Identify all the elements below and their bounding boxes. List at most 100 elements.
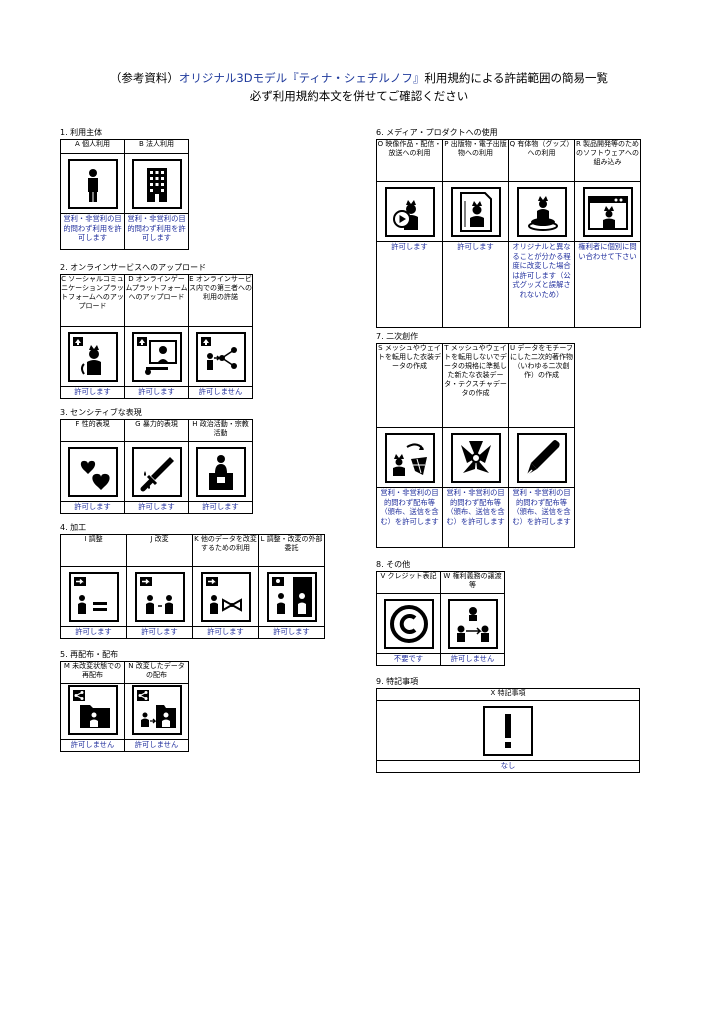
mesh-icon — [384, 433, 435, 483]
permission-table: X 特記事項 なし — [376, 688, 640, 773]
cell-header-L: L 調整・改変の外部委託 — [258, 534, 325, 567]
cell-header-E: E オンラインサービス内での第三者への利用の許諾 — [188, 274, 253, 327]
video-icon — [384, 187, 435, 237]
section-label: 3. センシティブな表現 — [60, 408, 142, 417]
cell-header-D: D オンラインゲームプラットフォームへのアップロード — [124, 274, 189, 327]
cell-header-T: T メッシュやウェイトを転用しないでデータの規格に準拠した新たな衣装データ・テク… — [442, 343, 509, 428]
permission-table: C ソーシャルコミュニケーションプラットフォームへのアップロード D オンライン… — [60, 274, 253, 399]
cell-header-C: C ソーシャルコミュニケーションプラットフォームへのアップロード — [60, 274, 125, 327]
title-prefix: （参考資料） — [109, 71, 179, 85]
section-1: 1. 利用主体 A 個人利用 B 法人利用 営利・非営利の目的問わず利用を許可し… — [60, 127, 189, 250]
document-icon — [450, 187, 501, 237]
cell-value-J: 許可します — [126, 626, 193, 639]
software-icon — [582, 187, 633, 237]
cell-header-A: A 個人利用 — [60, 139, 125, 154]
cell-value-I: 許可します — [60, 626, 127, 639]
bow-icon — [200, 572, 251, 622]
cell-value-M: 許可しません — [60, 739, 125, 752]
cell-header-F: F 性的表現 — [60, 419, 125, 442]
cell-value-A: 営利・非営利の目的問わず利用を許可します — [60, 213, 125, 250]
cell-value-W: 許可しません — [440, 653, 505, 666]
page-title: （参考資料）オリジナル3Dモデル『ティナ・シェチルノフ』利用規約による許諾範囲の… — [0, 70, 718, 86]
title-suffix: 利用規約による許諾範囲の簡易一覧 — [424, 71, 609, 85]
upload-cat-icon — [67, 332, 118, 382]
permission-table: O 映像作品・配信・放送への利用 P 出版物・電子出版物への利用 Q 有体物（グ… — [376, 139, 641, 328]
podium-icon — [195, 447, 246, 497]
section-2: 2. オンラインサービスへのアップロード C ソーシャルコミュニケーションプラッ… — [60, 262, 253, 399]
cell-header-J: J 改変 — [126, 534, 193, 567]
cell-value-G: 許可します — [124, 501, 189, 514]
adjust-icon — [68, 572, 119, 622]
cell-header-P: P 出版物・電子出版物への利用 — [442, 139, 509, 182]
cell-header-G: G 暴力的表現 — [124, 419, 189, 442]
section-7: 7. 二次創作 S メッシュやウェイトを転用した衣装データの作成 T メッシュや… — [376, 331, 575, 548]
cell-value-L: 許可します — [258, 626, 325, 639]
upload-game-icon — [131, 332, 182, 382]
cell-value-Q: オリジナルと異なることが分かる程度に改変した場合は許可します（公式グッズと誤解さ… — [508, 241, 575, 328]
cell-value-D: 許可します — [124, 386, 189, 399]
building-icon — [131, 159, 182, 209]
cell-header-S: S メッシュやウェイトを転用した衣装データの作成 — [376, 343, 443, 428]
cell-header-B: B 法人利用 — [124, 139, 189, 154]
cell-header-V: V クレジット表記 — [376, 571, 441, 594]
cell-header-I: I 調整 — [60, 534, 127, 567]
cell-value-H: 許可します — [188, 501, 253, 514]
share-modified-icon — [131, 685, 182, 735]
cell-header-Q: Q 有体物（グッズ）への利用 — [508, 139, 575, 182]
section-5: 5. 再配布・配布 M 未改変状態での再配布 N 改変したデータの配布 許可しま… — [60, 649, 189, 752]
section-8: 8. その他 V クレジット表記 W 権利義務の譲渡等 不要です 許可しません — [376, 559, 505, 666]
cell-value-O: 許可します — [376, 241, 443, 328]
cell-header-K: K 他のデータを改変するための利用 — [192, 534, 259, 567]
permission-table: V クレジット表記 W 権利義務の譲渡等 不要です 許可しません — [376, 571, 505, 666]
title-product: オリジナル3Dモデル『ティナ・シェチルノフ』 — [178, 71, 425, 85]
permission-table: A 個人利用 B 法人利用 営利・非営利の目的問わず利用を許可します 営利・非営… — [60, 139, 189, 250]
copyright-icon — [383, 599, 434, 649]
section-3: 3. センシティブな表現 F 性的表現 G 暴力的表現 H 政治活動・宗教活動 … — [60, 407, 253, 514]
knife-icon — [131, 447, 182, 497]
section-6: 6. メディア・プロダクトへの使用 O 映像作品・配信・放送への利用 P 出版物… — [376, 127, 641, 328]
section-label: 7. 二次創作 — [376, 332, 419, 341]
section-4: 4. 加工 I 調整 J 改変 K 他のデータを改変するための利用 L 調整・改… — [60, 522, 325, 639]
cell-value-P: 許可します — [442, 241, 509, 328]
person-icon — [67, 159, 118, 209]
share-folder-icon — [67, 685, 118, 735]
section-label: 8. その他 — [376, 560, 411, 569]
cell-value-F: 許可します — [60, 501, 125, 514]
pen-icon — [516, 433, 567, 483]
section-label: 1. 利用主体 — [60, 128, 103, 137]
ribbon-icon — [450, 433, 501, 483]
cell-value-B: 営利・非営利の目的問わず利用を許可します — [124, 213, 189, 250]
cell-value-V: 不要です — [376, 653, 441, 666]
cell-header-M: M 未改変状態での再配布 — [60, 661, 125, 684]
transfer-icon — [447, 599, 498, 649]
cell-value-U: 営利・非営利の目的問わず配布等（頒布、送信を含む）を許可します — [508, 487, 575, 548]
cell-value-S: 営利・非営利の目的問わず配布等（頒布、送信を含む）を許可します — [376, 487, 443, 548]
section-9: 9. 特記事項 X 特記事項 なし — [376, 676, 640, 773]
cell-header-N: N 改変したデータの配布 — [124, 661, 189, 684]
permission-table: M 未改変状態での再配布 N 改変したデータの配布 許可しません 許可しません — [60, 661, 189, 752]
cell-value-K: 許可します — [192, 626, 259, 639]
cell-value-R: 権利者に個別に問い合わせて下さい — [574, 241, 641, 328]
permission-table: F 性的表現 G 暴力的表現 H 政治活動・宗教活動 許可します 許可します 許… — [60, 419, 253, 514]
section-label: 9. 特記事項 — [376, 677, 419, 686]
modify-icon — [134, 572, 185, 622]
figure-icon — [516, 187, 567, 237]
cell-value-X: なし — [376, 760, 640, 773]
permission-table: I 調整 J 改変 K 他のデータを改変するための利用 L 調整・改変の外部委託… — [60, 534, 325, 639]
cell-value-C: 許可します — [60, 386, 125, 399]
cell-value-N: 許可しません — [124, 739, 189, 752]
exclamation-icon — [483, 706, 533, 756]
section-label: 5. 再配布・配布 — [60, 650, 119, 659]
hearts-icon — [67, 447, 118, 497]
permission-table: S メッシュやウェイトを転用した衣装データの作成 T メッシュやウェイトを転用し… — [376, 343, 575, 548]
cell-value-E: 許可しません — [188, 386, 253, 399]
section-label: 2. オンラインサービスへのアップロード — [60, 263, 207, 272]
cell-header-W: W 権利義務の譲渡等 — [440, 571, 505, 594]
cell-header-X: X 特記事項 — [376, 688, 640, 701]
section-label: 6. メディア・プロダクトへの使用 — [376, 128, 498, 137]
section-label: 4. 加工 — [60, 523, 87, 532]
cell-header-U: U データをモチーフにした二次的著作物（いわゆる二次創作）の作成 — [508, 343, 575, 428]
cell-header-H: H 政治活動・宗教活動 — [188, 419, 253, 442]
cell-header-R: R 製品開発等のためのソフトウェアへの組み込み — [574, 139, 641, 182]
cell-header-O: O 映像作品・配信・放送への利用 — [376, 139, 443, 182]
